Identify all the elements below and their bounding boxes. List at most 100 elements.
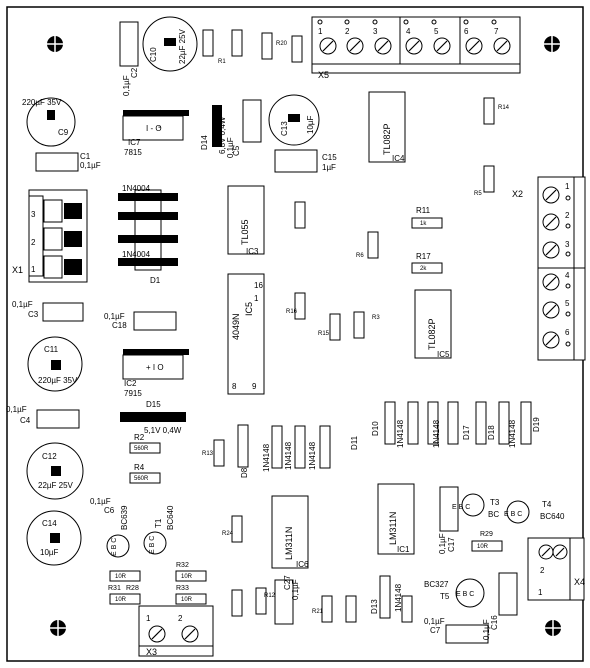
r3-ref: R3 — [372, 315, 380, 321]
r-value-1k: 1k — [420, 221, 427, 227]
mounting-hole-bottom-right — [541, 616, 565, 640]
ic5-tl082-ref: IC5 — [437, 350, 450, 359]
t3-ref: T3 — [490, 498, 500, 507]
r28-ref: R28 — [126, 585, 139, 592]
r4-ref: R4 — [134, 463, 145, 472]
t1-ref: T1 — [154, 518, 163, 528]
d17-ref: D17 — [462, 425, 471, 440]
c3-value: 0,1µF — [12, 300, 33, 309]
ic-4049n-pin16: 16 — [254, 281, 263, 290]
x5-pin-1: 1 — [318, 27, 323, 36]
terminal-block-x5 — [311, 16, 521, 74]
transistors — [106, 493, 530, 608]
connector-x2-label: X2 — [512, 189, 524, 199]
t6-part: BC639 — [120, 505, 129, 530]
c1-ref: C1 — [80, 152, 91, 161]
ic-ic3-tl055 — [227, 185, 265, 255]
r1-ref: R1 — [218, 59, 226, 65]
ic7-part: 7815 — [124, 148, 142, 157]
r-value-10r-4: 10R — [181, 597, 193, 603]
c14-ref: C14 — [42, 519, 57, 528]
capacitor-c11 — [27, 336, 83, 392]
ic-4049n-pin1: 1 — [254, 294, 259, 303]
c12-ref: C12 — [42, 452, 57, 461]
r29-ref: R29 — [480, 531, 493, 538]
ic4-ref: IC4 — [392, 154, 405, 163]
r12-ref: R12 — [264, 593, 276, 599]
t1-pin-mark: E B C — [149, 535, 156, 554]
capacitor-c16 — [498, 572, 518, 616]
ic6-ref: IC6 — [296, 560, 309, 569]
c3-ref: C3 — [28, 310, 39, 319]
d10-part: 1N4148 — [396, 419, 405, 448]
c2-ref: C2 — [130, 67, 139, 78]
x5-pin-3: 3 — [373, 27, 378, 36]
x2-pin-3: 3 — [565, 240, 570, 249]
t5-pin-mark: E B C — [456, 591, 475, 598]
mounting-hole-top-left — [43, 32, 67, 56]
c15-value: 1µF — [322, 163, 336, 172]
d1-ref: D1 — [150, 276, 161, 285]
r-value-560: 560R — [134, 446, 149, 452]
r-value-2k: 2k — [420, 266, 427, 272]
ic-4049n-pin8: 8 — [232, 382, 237, 391]
connector-x3-label: X3 — [146, 647, 158, 657]
t4-part: BC640 — [540, 512, 565, 521]
t5-part: BC327 — [424, 580, 449, 589]
x5-pin-6: 6 — [464, 27, 469, 36]
ic-4049n-ref: IC5 — [244, 301, 254, 316]
c17-ref: C17 — [447, 537, 456, 552]
r5-ref: R5 — [474, 191, 482, 197]
d18-ref: D18 — [487, 425, 496, 440]
c2-value: 0,1µF — [122, 75, 131, 96]
mounting-hole-top-right — [540, 32, 564, 56]
c7-ref: C7 — [430, 626, 441, 635]
c17-value: 0,1µF — [438, 533, 447, 554]
t4-ref: T4 — [542, 500, 552, 509]
d8-ref: D8 — [240, 467, 249, 478]
capacitor-c5 — [242, 99, 262, 143]
ic-ic4-tl082 — [368, 91, 406, 163]
ic3-ref: IC3 — [246, 247, 259, 256]
regulator-ic7-7815 — [122, 110, 189, 141]
x1-pin-3: 3 — [31, 210, 36, 219]
d13-ref: D13 — [370, 599, 379, 614]
capacitor-c2 — [119, 21, 139, 67]
d11-part: 1N4148 — [308, 441, 317, 470]
x5-pin-2: 2 — [345, 27, 350, 36]
d10-ref: D10 — [371, 421, 380, 436]
r33-ref: R33 — [176, 585, 189, 592]
d8-part: 1N4148 — [262, 443, 271, 472]
x2-pin-6: 6 — [565, 328, 570, 337]
x5-pin-5: 5 — [434, 27, 439, 36]
r6-ref: R6 — [356, 253, 364, 259]
t3-part: BC — [488, 510, 500, 519]
r17-ref: R17 — [416, 252, 431, 261]
t3-pin-mark: E B C — [452, 504, 471, 511]
c4-value: 0,1µF — [6, 405, 27, 414]
terminal-block-x4 — [527, 537, 585, 601]
ic2-ref: IC2 — [124, 379, 137, 388]
capacitor-c12 — [26, 442, 84, 500]
r-value-10r-5: 10R — [477, 544, 489, 550]
ic-ic1-lm311 — [377, 483, 415, 555]
d11-ref: D11 — [350, 435, 359, 450]
ic4-part: TL082P — [382, 123, 392, 155]
ic2-part: 7915 — [124, 389, 142, 398]
x2-pin-4: 4 — [565, 271, 570, 280]
r2-ref: R2 — [134, 433, 145, 442]
connector-x4-label: X4 — [574, 577, 586, 587]
capacitor-c13 — [268, 94, 320, 146]
c9-value: 220µF 35V — [22, 98, 62, 107]
c13-ref: C13 — [280, 121, 289, 136]
c4-ref: C4 — [20, 416, 31, 425]
connector-x1-label: X1 — [12, 265, 24, 275]
ic7-pins: I - O — [146, 124, 162, 133]
r13-ref: R13 — [202, 451, 214, 457]
t1-part: BC640 — [166, 505, 175, 530]
connector-x5-label: X5 — [318, 70, 330, 80]
capacitor-c17 — [439, 486, 459, 532]
c10-value: 22µF 25V — [178, 29, 187, 64]
